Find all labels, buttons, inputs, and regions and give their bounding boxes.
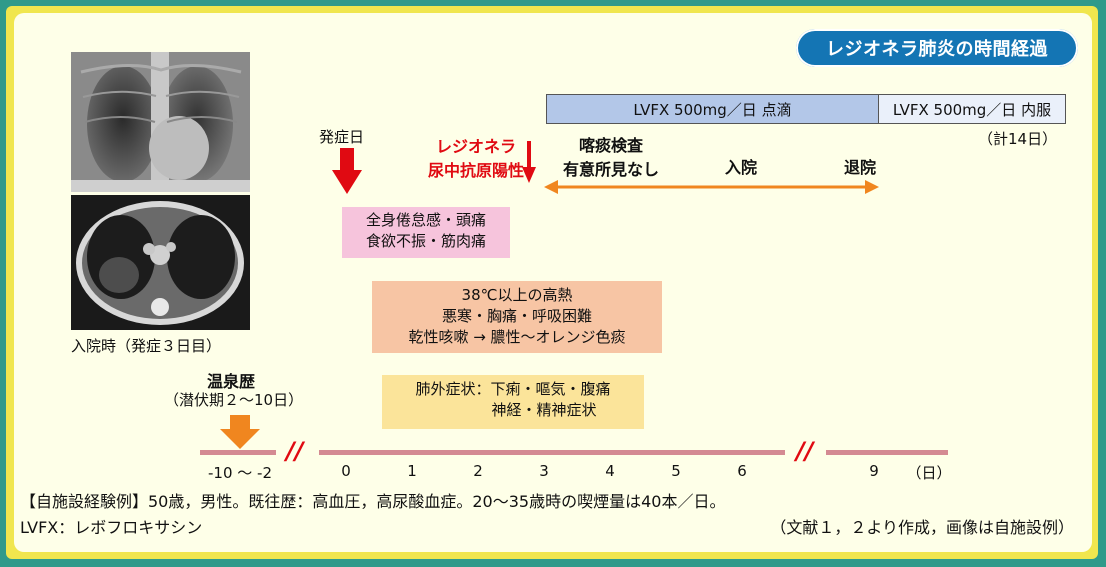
axis-segment-main <box>319 450 785 455</box>
axis-unit: （日） <box>906 464 952 482</box>
symptom-main-2: 悪寒・胸痛・呼吸困難 <box>441 307 592 325</box>
hospital-stay-double-arrow-icon <box>544 180 879 194</box>
symptom-main-1: 38℃以上の高熱 <box>461 286 573 304</box>
symptom-early-2: 食欲不振・筋肉痛 <box>365 232 486 250</box>
axis-break-1: // <box>286 437 304 465</box>
chest-xray-image <box>71 52 250 192</box>
symptom-box-main: 38℃以上の高熱 悪寒・胸痛・呼吸困難 乾性咳嗽 → 膿性〜オレンジ色痰 <box>372 281 662 353</box>
tick-label: 2 <box>473 462 483 480</box>
axis-segment-pre <box>200 450 276 455</box>
tick-label: 0 <box>341 462 351 480</box>
figure-panel: レジオネラ肺炎の時間経過 <box>14 13 1092 552</box>
iv-treatment-bar: LVFX 500mg／日 点滴 <box>546 94 879 124</box>
tick-label: 9 <box>869 462 879 480</box>
discharge-label: 退院 <box>844 158 877 177</box>
abbreviation-note: LVFX：レボフロキサシン <box>20 518 203 537</box>
symptom-main-3: 乾性咳嗽 → 膿性〜オレンジ色痰 <box>408 328 626 346</box>
symptom-box-early: 全身倦怠感・頭痛 食欲不振・筋肉痛 <box>342 207 510 258</box>
image-caption: 入院時（発症３日目） <box>71 337 222 355</box>
sputum-line1: 喀痰検査 <box>578 136 643 155</box>
symptom-early-1: 全身倦怠感・頭痛 <box>365 211 486 229</box>
symptom-extra-2: 神経・精神症状 <box>491 401 597 419</box>
axis-segment-post <box>826 450 948 455</box>
figure-title: レジオネラ肺炎の時間経過 <box>796 29 1078 67</box>
incubation-label: （潜伏期２〜10日） <box>164 391 304 409</box>
sputum-line2: 有意所見なし <box>562 160 659 179</box>
urine-antigen-line2: 尿中抗原陽性 <box>427 161 524 180</box>
source-note: （文献１，２より作成，画像は自施設例） <box>770 518 1074 537</box>
tick-label: 1 <box>407 462 417 480</box>
symptom-extra-1: 肺外症状：下痢・嘔気・腹痛 <box>415 380 611 398</box>
case-description: 【自施設経験例】50歳，男性。既往歴：高血圧，高尿酸血症。20〜35歳時の喫煙量… <box>20 492 726 511</box>
symptom-box-extrapulmonary: 肺外症状：下痢・嘔気・腹痛 神経・精神症状 <box>382 375 644 429</box>
urine-antigen-line1: レジオネラ <box>435 137 516 156</box>
tick-label: 6 <box>737 462 747 480</box>
axis-break-2: // <box>796 437 814 465</box>
exposure-down-arrow-icon <box>220 415 260 449</box>
admission-label: 入院 <box>725 158 758 177</box>
oral-treatment-bar: LVFX 500mg／日 内服 <box>878 94 1066 124</box>
tick-label: 3 <box>539 462 549 480</box>
chest-ct-image <box>71 195 250 330</box>
onset-down-arrow-icon <box>332 148 362 194</box>
onset-label: 発症日 <box>319 128 365 146</box>
tick-label: -10 〜 -2 <box>208 464 272 482</box>
tick-label: 5 <box>671 462 681 480</box>
exposure-label: 温泉歴 <box>207 372 256 391</box>
antigen-down-arrow-icon <box>522 141 536 183</box>
treatment-total: （計14日） <box>978 130 1058 148</box>
tick-label: 4 <box>605 462 615 480</box>
